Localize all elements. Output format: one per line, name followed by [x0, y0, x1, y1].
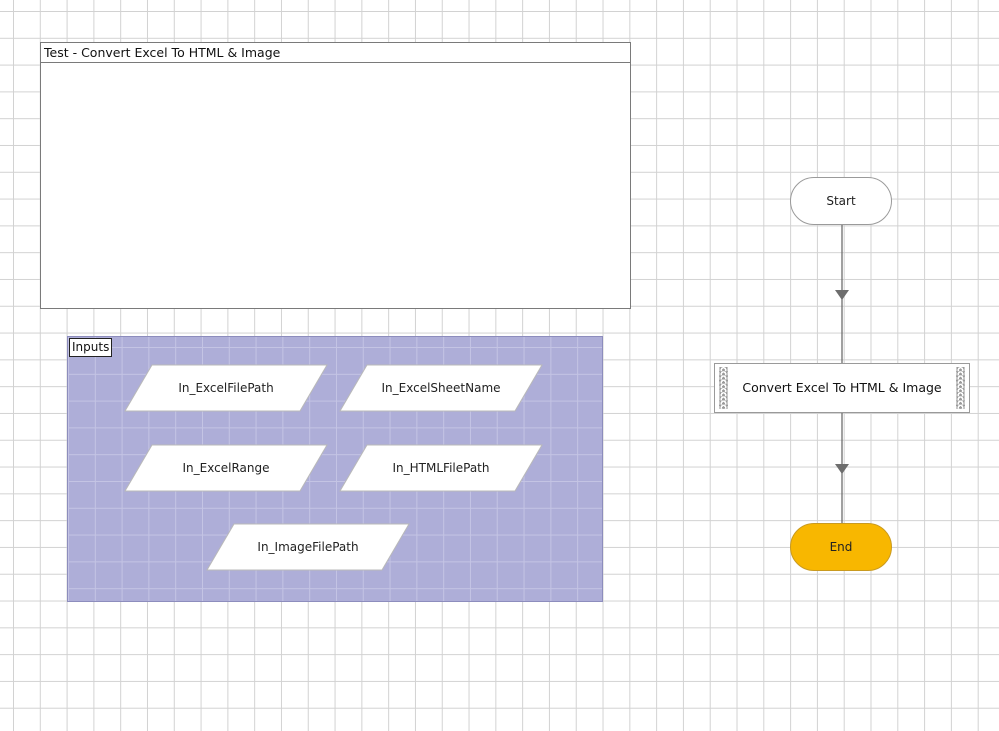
arrow-down-icon: [835, 290, 849, 300]
parallelogram-shape: [206, 523, 410, 571]
drag-handle-icon: [719, 367, 728, 409]
arrow-down-icon: [835, 464, 849, 474]
input-excel-file-path[interactable]: In_ExcelFilePath: [124, 364, 328, 412]
input-label: In_ExcelSheetName: [381, 381, 501, 395]
input-label: In_ImageFilePath: [257, 540, 359, 554]
input-label: In_ExcelFilePath: [178, 381, 274, 395]
parallelogram-shape: [124, 364, 328, 412]
sequence-container[interactable]: Test - Convert Excel To HTML & Image: [40, 42, 631, 309]
input-excel-range[interactable]: In_ExcelRange: [124, 444, 328, 492]
inputs-group-label: Inputs: [69, 338, 113, 357]
input-label: In_ExcelRange: [182, 461, 270, 475]
drag-handle-icon: [956, 367, 965, 409]
sequence-title: Test - Convert Excel To HTML & Image: [41, 43, 630, 63]
parallelogram-shape: [124, 444, 328, 492]
parallelogram-shape: [339, 444, 543, 492]
activity-label: Convert Excel To HTML & Image: [742, 380, 942, 395]
end-node[interactable]: End: [790, 523, 892, 571]
start-node[interactable]: Start: [790, 177, 892, 225]
input-label: In_HTMLFilePath: [392, 461, 490, 475]
input-excel-sheet-name[interactable]: In_ExcelSheetName: [339, 364, 543, 412]
parallelogram-shape: [339, 364, 543, 412]
input-image-file-path[interactable]: In_ImageFilePath: [206, 523, 410, 571]
activity-convert-excel[interactable]: Convert Excel To HTML & Image: [714, 363, 970, 413]
input-html-file-path[interactable]: In_HTMLFilePath: [339, 444, 543, 492]
